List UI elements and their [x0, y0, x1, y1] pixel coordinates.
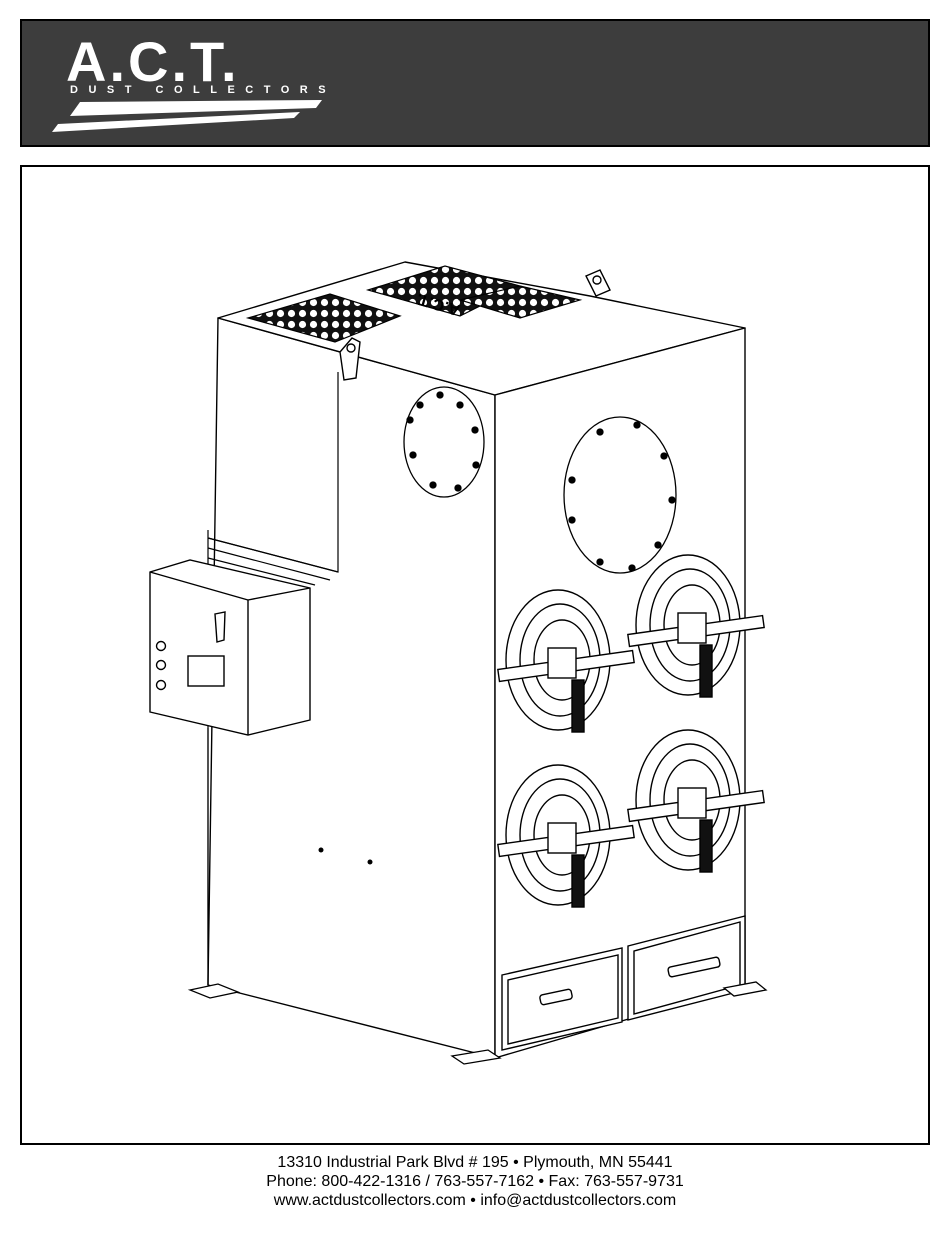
- footer-web: www.actdustcollectors.com • info@actdust…: [0, 1191, 950, 1210]
- footer: 13310 Industrial Park Blvd # 195 • Plymo…: [0, 1153, 950, 1210]
- dust-collector-illustration: A.C.T.: [0, 0, 950, 1150]
- footer-phone: Phone: 800-422-1316 / 763-557-7162 • Fax…: [0, 1172, 950, 1191]
- front-inspection-port: [564, 417, 676, 573]
- control-box: [150, 560, 310, 735]
- side-inspection-port: [404, 387, 484, 497]
- footer-address: 13310 Industrial Park Blvd # 195 • Plymo…: [0, 1153, 950, 1172]
